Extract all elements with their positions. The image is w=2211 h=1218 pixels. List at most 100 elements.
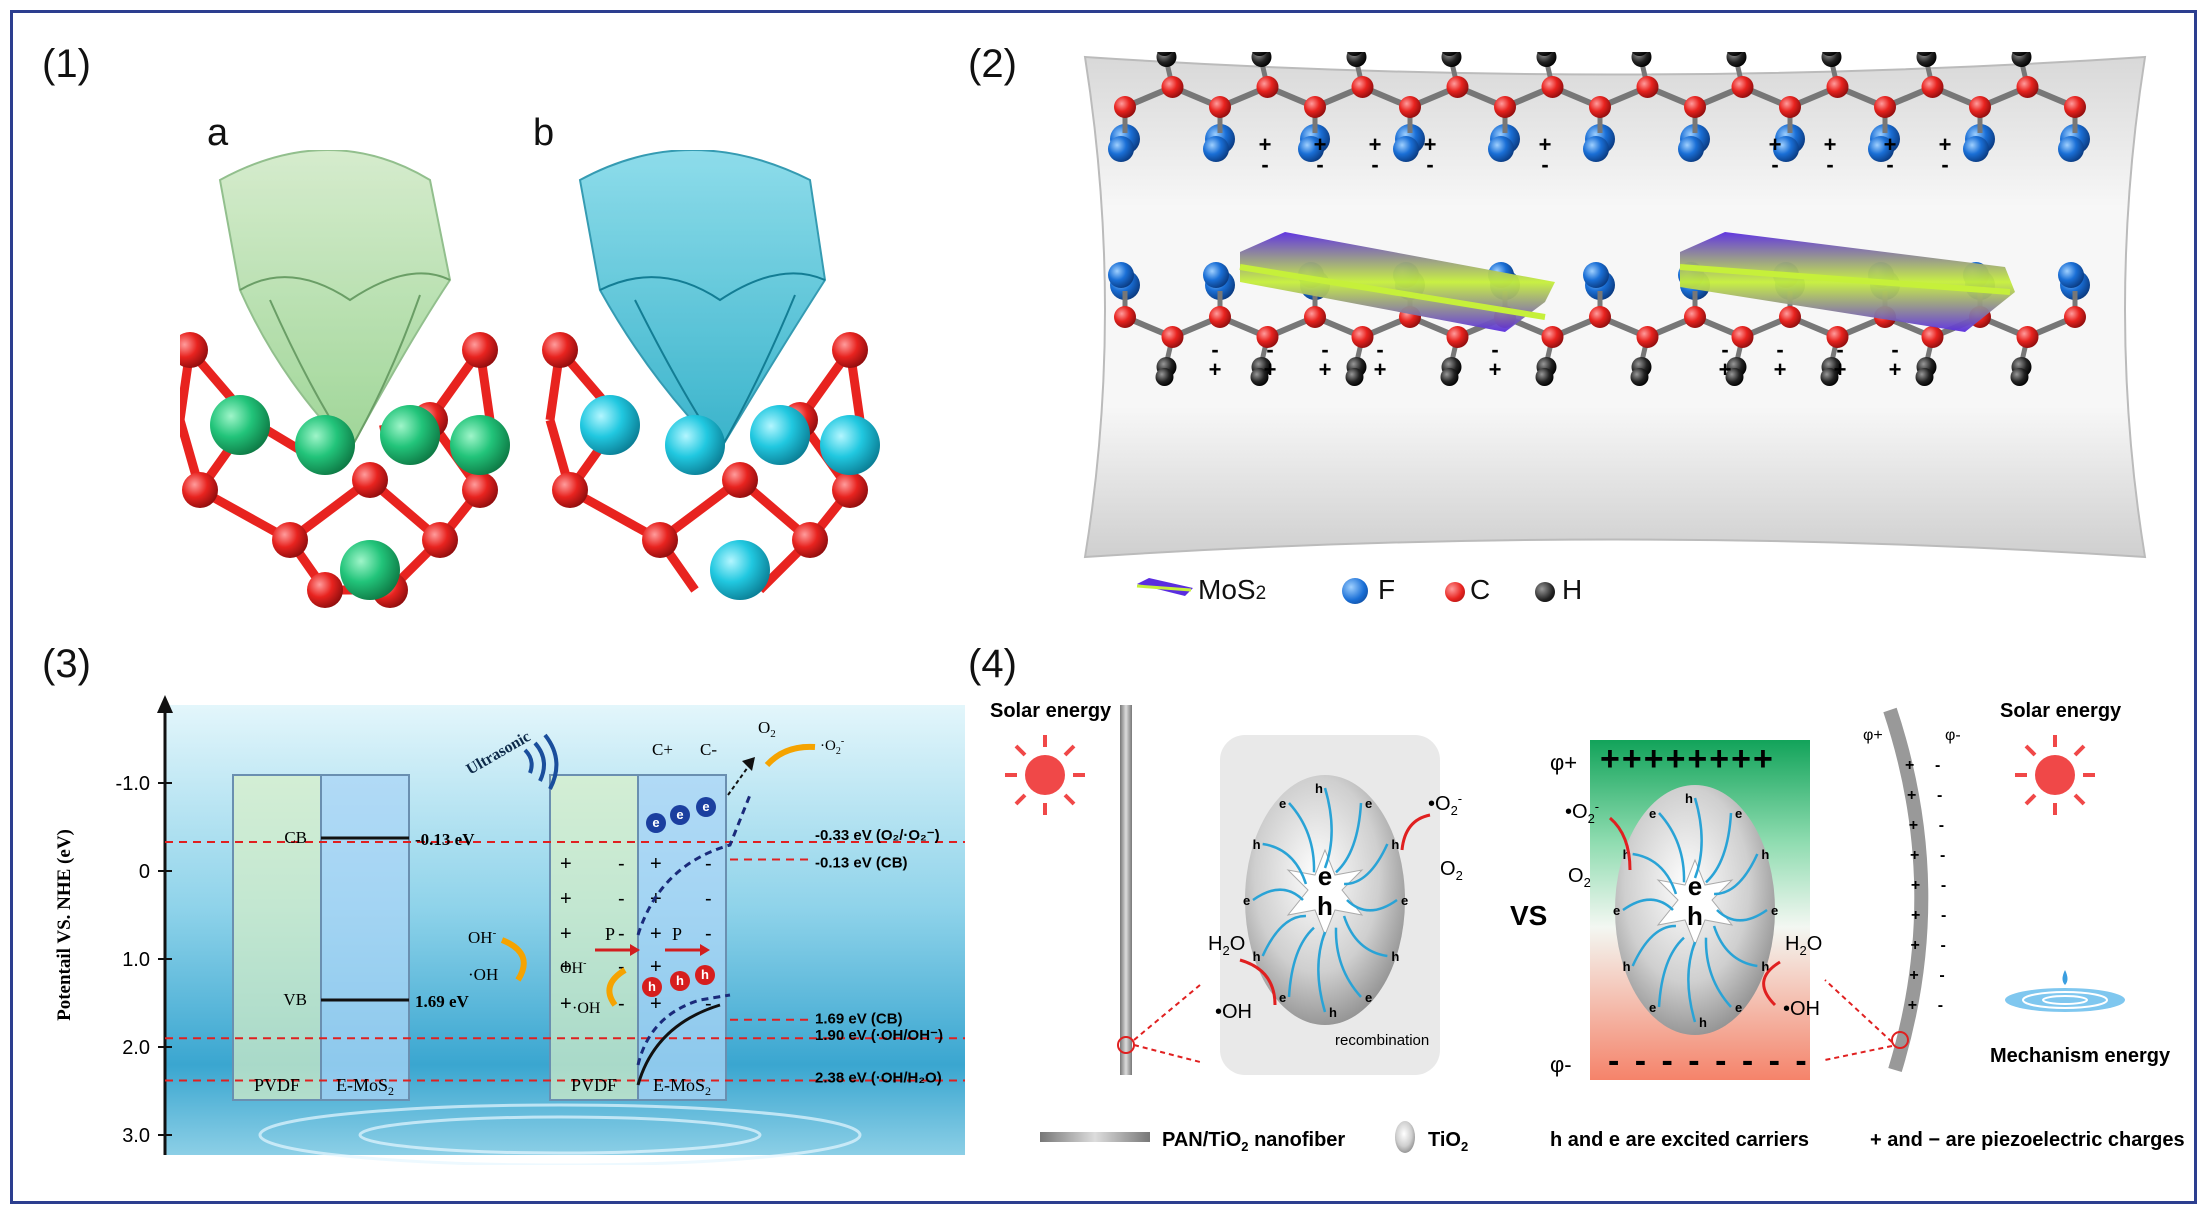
carbon-atom [1731, 76, 1754, 98]
carrier-label: h [1699, 1015, 1707, 1030]
carrier-label: e [1771, 903, 1778, 918]
oh-minus-right: OH- [560, 958, 586, 977]
plus-charge: + [1884, 132, 1897, 157]
solar-energy-right: Solar energy [2000, 700, 2122, 722]
hydrogen-atom [1252, 52, 1267, 56]
svg-text:e: e [676, 807, 683, 822]
carrier-label: e [1243, 893, 1250, 908]
mos2-legend-icon [1136, 578, 1193, 596]
hydrogen-atom [1157, 52, 1172, 56]
plus-charge: + [1369, 132, 1382, 157]
svg-text:h: h [648, 979, 656, 994]
y-tick-label: -1.0 [116, 773, 150, 795]
carbon-atom [1589, 96, 1611, 118]
ripple-icon [2005, 970, 2125, 1012]
hydrogen-atom [1821, 52, 1842, 67]
holes: h h h [642, 965, 715, 997]
hydrogen-atom [1156, 52, 1177, 67]
carrier-label: e [1279, 796, 1286, 811]
carrier-label: h [1623, 959, 1631, 974]
pvdf-column-right [549, 774, 639, 1101]
svg-text:h: h [676, 973, 684, 988]
plus-charge: + [560, 888, 572, 910]
minus-charge: - [618, 853, 625, 875]
plus-charge: + [1424, 132, 1437, 157]
fluorine-atom [1203, 262, 1229, 288]
legend-h: H [1562, 574, 1583, 605]
hydrogen-atom [1916, 52, 1937, 67]
carrier-label: h [1761, 847, 1769, 862]
o2-right: O2 [1568, 865, 1591, 890]
hydrogen-atom [1441, 52, 1462, 67]
hydrogen-atom [2011, 52, 2032, 67]
carbon-legend-icon [1445, 582, 1465, 602]
plus-charge: + [1907, 787, 1916, 804]
hydrogen-atom [1727, 52, 1742, 56]
carbon-atom [1446, 326, 1469, 348]
plus-charge: + [1911, 907, 1920, 924]
hydrogen-legend-icon [1535, 582, 1555, 602]
phi-minus-small: φ- [1945, 727, 1961, 744]
carbon-atom [2016, 76, 2039, 98]
plus-charge: + [1909, 817, 1918, 834]
fluorine-atom [1678, 136, 1704, 162]
vb-value: 1.69 eV [415, 992, 470, 1011]
carbon-atom [1209, 306, 1231, 328]
carrier-label: e [1279, 990, 1286, 1005]
hydrogen-atom [1631, 52, 1652, 67]
carbon-atom [1351, 76, 1374, 98]
fiber-legend-icon [1040, 1132, 1150, 1142]
o2-radical-label: ·O2- [820, 736, 844, 757]
panel-1-structures [180, 150, 880, 608]
hydrogen-atom [1725, 368, 1744, 386]
level-label: 2.38 eV (·OH/H₂O) [815, 1069, 942, 1086]
phi-minus: φ- [1550, 1052, 1572, 1077]
legend-tio2: TiO2 [1428, 1129, 1468, 1154]
carrier-label: e [1649, 1000, 1656, 1015]
tube [1083, 55, 2147, 559]
hydrogen-atom [1822, 52, 1837, 56]
oh-minus-left: OH- [468, 927, 497, 947]
potential-levels [165, 840, 965, 1082]
carrier-label: h [1391, 949, 1399, 964]
carbon-atom [1969, 96, 1991, 118]
tio2-legend-icon [1395, 1121, 1415, 1153]
sun-icon-left [1005, 735, 1085, 815]
plus-charge: + [1769, 132, 1782, 157]
panel-2-diagram: +--++--++--++--++--++--++--++--++--+ [1083, 52, 2147, 559]
minus-charge: - [1541, 152, 1548, 177]
fluorine-atom [1583, 262, 1609, 288]
fluorine-atom [1583, 136, 1609, 162]
minus-charge: - [1266, 337, 1273, 362]
legend-carriers: h and e are excited carriers [1550, 1129, 1809, 1151]
minus-charge: - [618, 888, 625, 910]
plus-charge: + [1909, 967, 1918, 984]
plus-charge: + [1374, 357, 1387, 382]
hydrogen-atom [1632, 52, 1647, 56]
fluorine-atom [1773, 136, 1799, 162]
plus-charge: + [1209, 357, 1222, 382]
minus-charge: - [1826, 152, 1833, 177]
solar-energy-left: Solar energy [990, 700, 1112, 722]
fluorine-atom [1393, 136, 1419, 162]
minus-charge: - [1939, 967, 1944, 984]
carrier-label: e [1365, 990, 1372, 1005]
carrier-label: h [1253, 949, 1261, 964]
fluorine-atom [1963, 136, 1989, 162]
minus-charge: - [1371, 152, 1378, 177]
mechanism-energy-label: Mechanism energy [1990, 1045, 2171, 1067]
minus-charge: - [1211, 337, 1218, 362]
legend-fiber: PAN/TiO2 nanofiber [1162, 1129, 1345, 1154]
carrier-label: h [1315, 781, 1323, 796]
minus-charge: - [1261, 152, 1268, 177]
carrier-label: e [1613, 903, 1620, 918]
fluorine-atom [2058, 136, 2084, 162]
minus-charge: - [1941, 152, 1948, 177]
cluster-b [542, 150, 880, 600]
hydrogen-atom [1726, 52, 1747, 67]
pvdf-label-left: PVDF [254, 1075, 300, 1095]
top-polymer-chain [1108, 52, 2090, 162]
carbon-atom [2064, 306, 2086, 328]
minus-charge: - [1935, 757, 1940, 774]
fluorine-atom [1108, 136, 1134, 162]
